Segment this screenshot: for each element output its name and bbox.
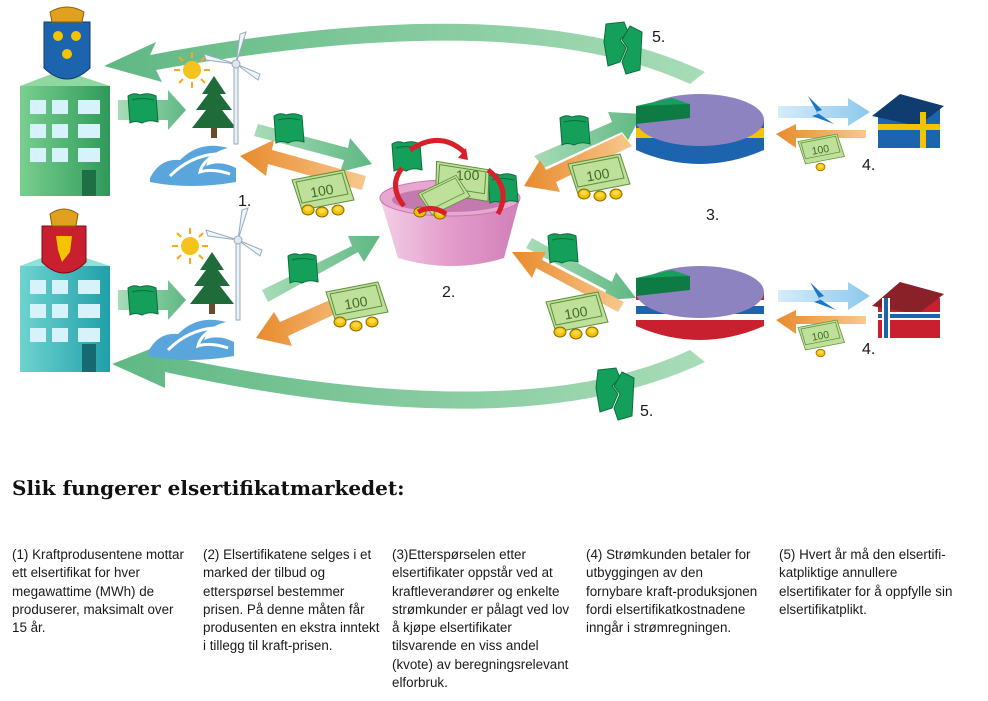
lightning-icon: [810, 282, 836, 310]
description-1: (1) Kraftprodusentene mottar ett elserti…: [12, 547, 184, 636]
house-icon: [872, 94, 944, 148]
banknote-icon: 100: [325, 281, 389, 332]
house-icon: [872, 282, 944, 338]
banknote-icon: 100: [797, 319, 845, 358]
certificate-icon: [559, 115, 591, 146]
arrow-power-top: [778, 98, 870, 126]
certificate-icon: [127, 93, 159, 124]
description-4: (4) Strømkunden betaler for utbyggingen …: [586, 547, 758, 636]
banknote-value: 100: [343, 293, 369, 313]
pie-chart-icon: [636, 94, 764, 164]
certificate-icon: [127, 285, 159, 316]
description-3: (3)Etterspørselen etter elsertifikater o…: [392, 547, 570, 691]
torn-certificate-icon: [595, 367, 635, 421]
cancel-arrow-bottom: [112, 342, 705, 409]
step-label-5-bottom: 5.: [640, 403, 654, 420]
certificate-icon: [273, 113, 305, 144]
step-label-5-top: 5.: [652, 29, 666, 46]
banknote-icon: 100: [567, 153, 631, 202]
market-certificates: 100: [391, 138, 519, 220]
page-title: Slik fungerer elsertifikatmarkedet:: [12, 476, 405, 500]
arrow-producer-to-market-bottom: [262, 236, 380, 302]
sun-icon: [173, 51, 211, 89]
step-label-4-top: 4.: [862, 157, 876, 174]
water-wave-icon: [146, 318, 236, 362]
step-label-3: 3.: [706, 207, 720, 224]
arrow-payment-bottom: [776, 310, 866, 334]
banknote-value: 100: [309, 181, 335, 201]
certificate-icon: [287, 253, 319, 284]
step-label-1: 1.: [238, 193, 252, 210]
cancel-arrow-top: [104, 23, 705, 84]
arrow-payment-top: [776, 124, 866, 148]
description-2: (2) Elsertifikatene selges i et marked d…: [203, 547, 380, 654]
elsertifikat-diagram: 100 100 100 100: [20, 6, 944, 421]
producer-building-norway: [20, 250, 110, 372]
banknote-value: 100: [456, 167, 480, 183]
lightning-icon: [808, 96, 834, 124]
step-label-2: 2.: [442, 284, 456, 301]
banknote-value: 100: [563, 303, 589, 323]
coat-of-arms-norway-icon: [41, 208, 87, 274]
certificate-icon: [547, 233, 579, 264]
pine-tree-icon: [192, 76, 236, 138]
coat-of-arms-sweden-icon: [43, 6, 91, 80]
description-5: (5) Hvert år må den elsertifi-katpliktig…: [779, 547, 953, 617]
torn-certificate-icon: [603, 21, 643, 75]
banknote-value: 100: [811, 329, 830, 344]
banknote-value: 100: [585, 165, 611, 185]
producer-building-sweden: [20, 70, 110, 196]
banknote-icon: 100: [797, 133, 845, 172]
pine-tree-icon: [190, 252, 234, 314]
sun-icon: [171, 227, 209, 265]
banknote-icon: 100: [291, 169, 355, 218]
banknote-value: 100: [811, 143, 830, 158]
step-label-4-bottom: 4.: [862, 341, 876, 358]
pie-chart-icon: [636, 266, 764, 340]
water-wave-icon: [148, 144, 238, 188]
banknote-icon: 100: [545, 291, 609, 340]
